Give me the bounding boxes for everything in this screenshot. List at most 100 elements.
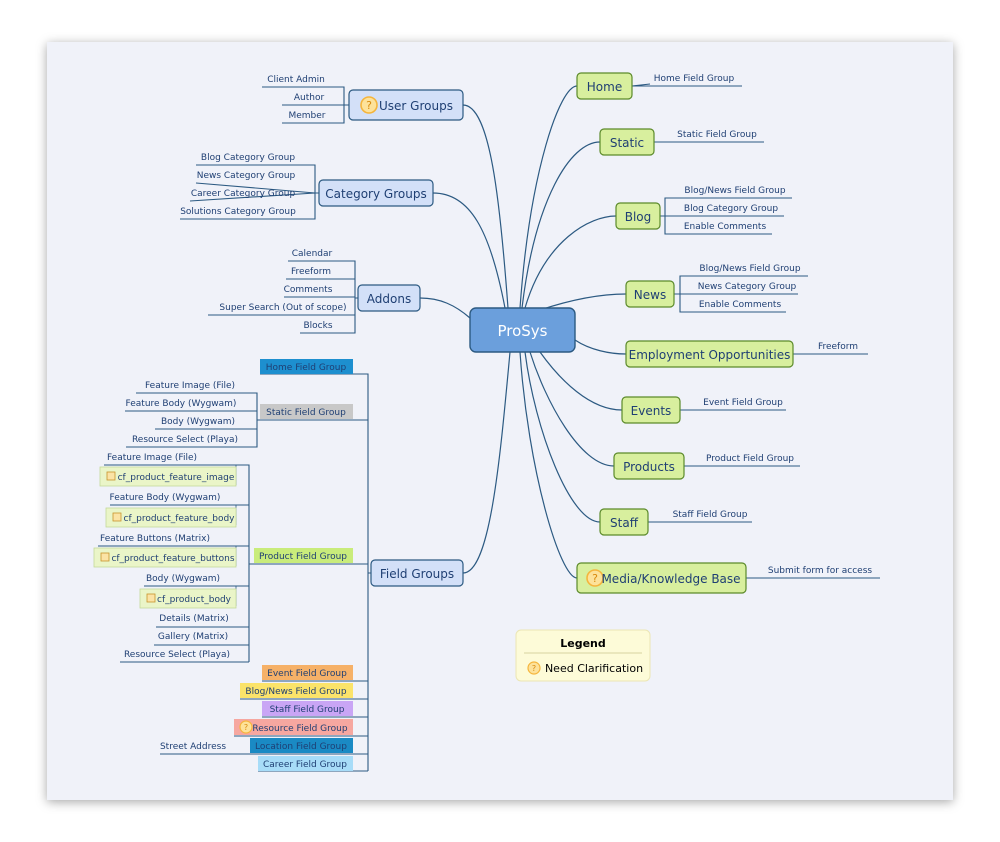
fg-staff-label: Staff Field Group <box>270 705 345 715</box>
right-leaf-lines <box>631 83 880 579</box>
branch-field-groups-label: Field Groups <box>380 567 454 581</box>
leaf-blog-2: Enable Comments <box>684 222 767 232</box>
branch-staff[interactable]: Staff <box>599 508 649 536</box>
branch-staff-label: Staff <box>610 516 639 530</box>
svg-text:?: ? <box>532 664 536 673</box>
fg-event[interactable]: Event Field Group <box>262 665 353 680</box>
fg-product-label: Product Field Group <box>259 552 347 562</box>
center-node[interactable] <box>469 307 576 353</box>
legend-title: Legend <box>560 637 606 650</box>
leaf-product-2: Feature Buttons (Matrix) <box>100 534 210 544</box>
mindmap-diagram: ? <box>93 72 880 772</box>
fg-home[interactable]: Home Field Group <box>260 359 353 374</box>
branch-category-groups-label: Category Groups <box>325 187 426 201</box>
branch-products-label: Products <box>623 460 675 474</box>
leaf-static-3: Resource Select (Playa) <box>132 435 238 445</box>
leaf-products-0: Product Field Group <box>706 454 794 464</box>
leaf-cat-0: Blog Category Group <box>201 153 295 163</box>
branch-home-label: Home <box>587 80 622 94</box>
leaf-product-6: Resource Select (Playa) <box>124 650 230 660</box>
fg-product[interactable]: Product Field Group <box>254 548 353 563</box>
branch-news-label: News <box>634 288 666 302</box>
center-connectors <box>419 85 627 579</box>
branch-addons-label: Addons <box>367 292 411 306</box>
leaf-product-5: Gallery (Matrix) <box>158 632 228 642</box>
leaf-blog-1: Blog Category Group <box>684 204 778 214</box>
leaf-events-0: Event Field Group <box>703 398 783 408</box>
leaf-product-3: Body (Wygwam) <box>146 574 220 584</box>
center-node-label: ProSys <box>497 322 547 340</box>
fg-resource-label: Resource Field Group <box>252 724 347 734</box>
leaf-addon-1: Freeform <box>291 267 331 277</box>
branch-user-groups-label: User Groups <box>379 99 453 113</box>
leaf-static-field-group: Static Field Group <box>677 130 757 140</box>
sub-feature-image[interactable]: cf_product_feature_image <box>99 466 237 487</box>
leaf-media-0: Submit form for access <box>768 566 873 576</box>
branch-events[interactable]: Events <box>621 396 681 424</box>
leaf-news-0: Blog/News Field Group <box>699 264 800 274</box>
legend-item: Need Clarification <box>545 662 643 675</box>
branch-blog-label: Blog <box>625 210 652 224</box>
fg-location-label: Location Field Group <box>255 742 347 752</box>
sub-feature-body-label: cf_product_feature_body <box>124 514 236 524</box>
branch-products[interactable]: Products <box>613 452 685 480</box>
fg-static-label: Static Field Group <box>266 408 346 418</box>
leaf-street-address: Street Address <box>160 742 226 752</box>
mindmap-canvas: ? <box>47 42 953 800</box>
leaf-news-2: Enable Comments <box>699 300 782 310</box>
fg-static[interactable]: Static Field Group <box>260 404 353 419</box>
sub-feature-buttons-label: cf_product_feature_buttons <box>111 554 234 564</box>
branch-field-groups[interactable]: Field Groups <box>370 559 464 587</box>
branch-news[interactable]: News <box>625 280 675 308</box>
leaf-cat-3: Solutions Category Group <box>180 207 296 217</box>
leaf-news-1: News Category Group <box>698 282 797 292</box>
leaf-addon-3: Super Search (Out of scope) <box>219 303 346 313</box>
fg-location[interactable]: Location Field Group <box>250 738 353 753</box>
question-icon <box>360 96 378 114</box>
sub-feature-body[interactable]: cf_product_feature_body <box>105 507 237 528</box>
branch-category-groups[interactable]: Category Groups <box>318 179 434 207</box>
sub-product-body[interactable]: cf_product_body <box>139 588 237 609</box>
leaf-product-1: Feature Body (Wygwam) <box>110 493 221 503</box>
leaf-employment-0: Freeform <box>818 342 858 352</box>
leaf-cat-2: Career Category Group <box>191 189 296 199</box>
sub-feature-image-label: cf_product_feature_image <box>118 473 235 483</box>
leaf-user-2: Member <box>288 111 325 121</box>
branch-user-groups[interactable]: User Groups <box>348 89 464 121</box>
svg-text:?: ? <box>244 723 248 732</box>
fg-home-label: Home Field Group <box>266 363 347 373</box>
fg-career[interactable]: Career Field Group <box>258 756 353 771</box>
leaf-addon-2: Comments <box>284 285 333 295</box>
fg-resource[interactable]: ? Resource Field Group <box>234 719 353 735</box>
leaf-product-4: Details (Matrix) <box>159 614 228 624</box>
fg-event-label: Event Field Group <box>267 669 347 679</box>
leaf-product-0: Feature Image (File) <box>107 453 197 463</box>
leaf-cat-1: News Category Group <box>197 171 296 181</box>
branch-home[interactable]: Home <box>576 72 633 100</box>
branch-addons[interactable]: Addons <box>357 284 421 312</box>
sub-feature-buttons[interactable]: cf_product_feature_buttons <box>93 547 237 568</box>
question-icon <box>239 720 253 734</box>
branch-blog[interactable]: Blog <box>615 202 661 230</box>
legend: Legend ? Need Clarification <box>515 629 651 682</box>
branch-static-label: Static <box>610 136 644 150</box>
branch-employment[interactable]: Employment Opportunities <box>625 340 794 368</box>
branch-employment-label: Employment Opportunities <box>629 348 791 362</box>
fg-staff[interactable]: Staff Field Group <box>262 701 353 716</box>
leaf-addon-4: Blocks <box>303 321 332 331</box>
left-leaf-lines <box>98 86 371 772</box>
branch-media[interactable]: Media/Knowledge Base <box>576 562 747 594</box>
leaf-addon-0: Calendar <box>292 249 333 259</box>
fg-blognews[interactable]: Blog/News Field Group <box>240 683 353 698</box>
leaf-staff-0: Staff Field Group <box>673 510 748 520</box>
branch-events-label: Events <box>631 404 672 418</box>
leaf-user-0: Client Admin <box>267 75 325 85</box>
fg-blognews-label: Blog/News Field Group <box>245 687 346 697</box>
leaf-static-0: Feature Image (File) <box>145 381 235 391</box>
leaf-static-1: Feature Body (Wygwam) <box>126 399 237 409</box>
branch-static[interactable]: Static <box>599 128 655 156</box>
leaf-static-2: Body (Wygwam) <box>161 417 235 427</box>
fg-career-label: Career Field Group <box>263 760 347 770</box>
branch-media-label: Media/Knowledge Base <box>601 572 740 586</box>
leaf-blog-0: Blog/News Field Group <box>684 186 785 196</box>
